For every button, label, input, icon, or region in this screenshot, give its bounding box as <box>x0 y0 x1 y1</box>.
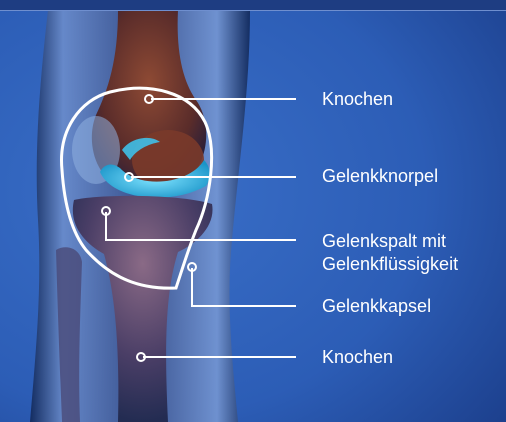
label-bone-top: Knochen <box>322 89 393 110</box>
label-capsule: Gelenkkapsel <box>322 296 431 317</box>
top-bar <box>0 0 506 11</box>
label-cartilage: Gelenkknorpel <box>322 166 438 187</box>
label-joint-space-line2: Gelenkflüssigkeit <box>322 254 458 275</box>
label-joint-space-line1: Gelenkspalt mit <box>322 231 446 252</box>
label-bone-bottom: Knochen <box>322 347 393 368</box>
